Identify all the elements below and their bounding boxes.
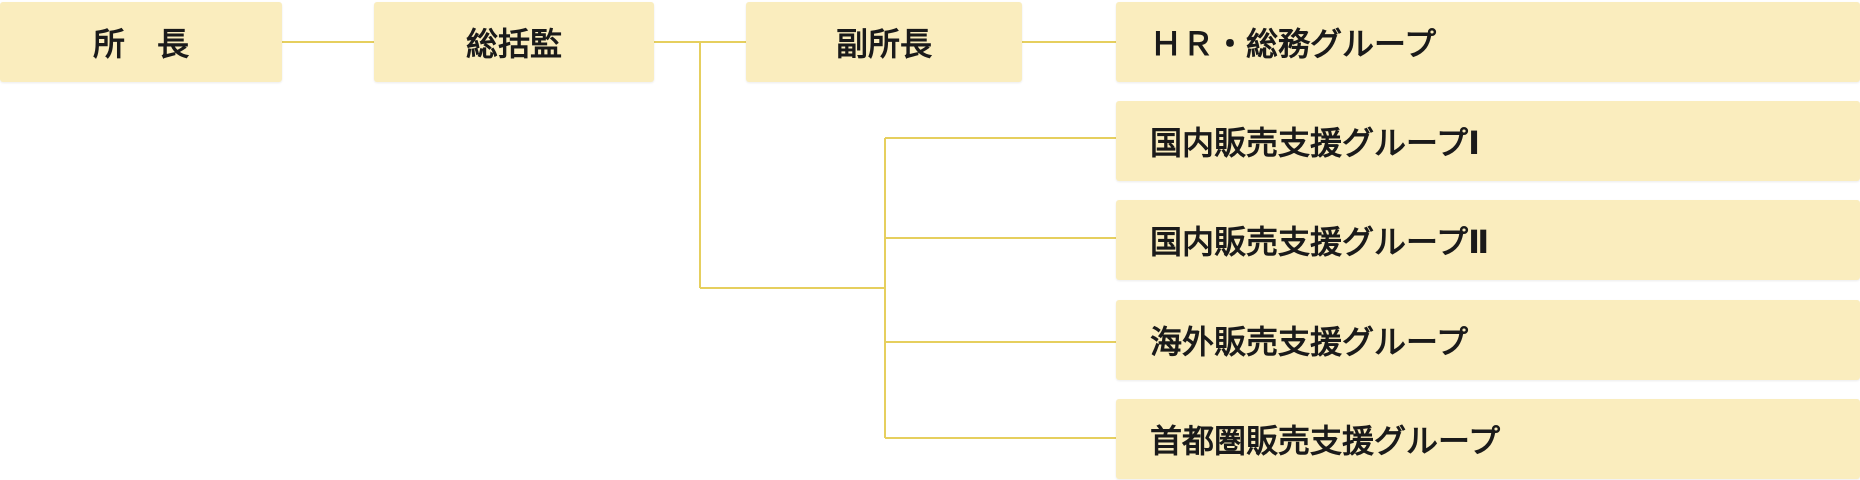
deputy-director-label: 副所長 — [835, 25, 932, 63]
group-box-metro-sales: 首都圏販売支援グループ — [1116, 399, 1860, 479]
general-supervisor-label: 総括監 — [465, 25, 562, 63]
group-box-domestic-sales-1: 国内販売支援グループⅠ — [1116, 101, 1860, 181]
deputy-director-box: 副所長 — [746, 2, 1022, 82]
director-box: 所 長 — [0, 2, 282, 82]
group-label: 国内販売支援グループⅡ — [1150, 223, 1490, 261]
group-box-hr-general-affairs: ＨＲ・総務グループ — [1116, 2, 1860, 82]
group-label: ＨＲ・総務グループ — [1150, 25, 1437, 63]
general-supervisor-box: 総括監 — [374, 2, 654, 82]
group-label: 国内販売支援グループⅠ — [1150, 124, 1480, 162]
group-box-domestic-sales-2: 国内販売支援グループⅡ — [1116, 200, 1860, 280]
group-label: 首都圏販売支援グループ — [1150, 422, 1501, 460]
group-box-overseas-sales: 海外販売支援グループ — [1116, 300, 1860, 380]
group-label: 海外販売支援グループ — [1150, 323, 1469, 361]
director-label: 所 長 — [92, 25, 189, 63]
